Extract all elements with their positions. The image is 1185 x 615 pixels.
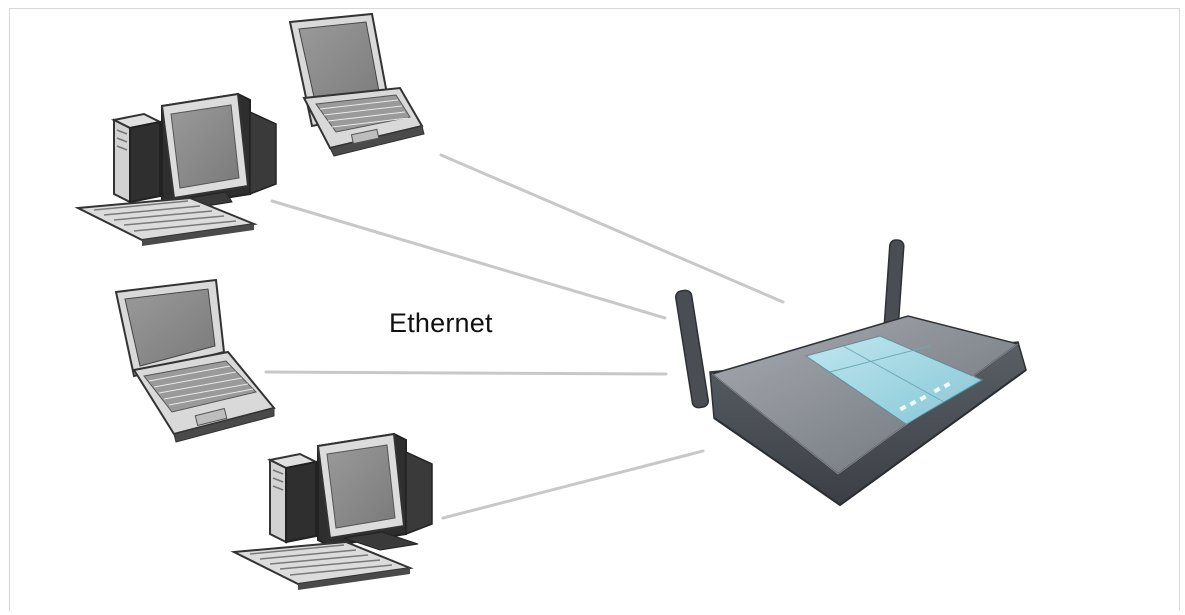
link-laptop-middle-router [264, 370, 668, 376]
ethernet-label: Ethernet [389, 308, 493, 338]
ethernet-links [264, 153, 785, 520]
laptop-middle-icon [114, 278, 276, 443]
link-desktop-upper-router [270, 199, 667, 320]
link-laptop-top-router [439, 153, 785, 304]
desktop-upper-icon [74, 92, 277, 246]
link-desktop-lower-router [441, 449, 705, 520]
desktop-lower-icon [230, 432, 433, 590]
laptop-top-icon [288, 12, 425, 157]
router-icon [674, 239, 1027, 507]
